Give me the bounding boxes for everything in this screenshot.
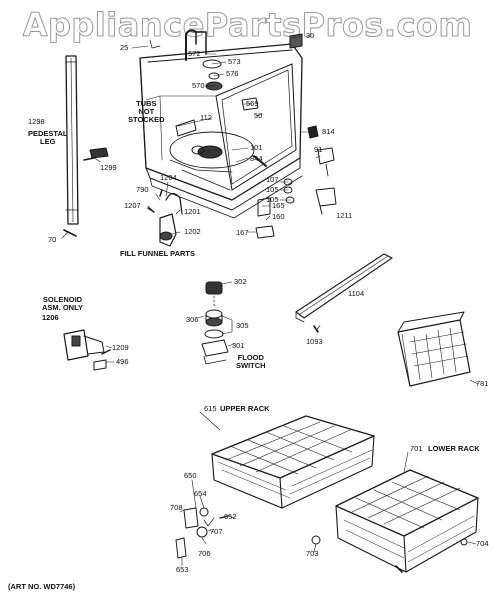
part-number-91: 91: [314, 145, 323, 154]
part-number-576: 576: [226, 69, 239, 78]
part-number-30: 30: [306, 31, 315, 40]
part-number-167: 167: [236, 228, 249, 237]
fill-funnel-parts-label: FILL FUNNEL PARTS: [120, 249, 195, 258]
pedestal-leg: [63, 55, 109, 237]
part-number-650: 650: [184, 471, 197, 480]
part-number-496: 496: [116, 357, 129, 366]
part-number-706: 706: [198, 549, 211, 558]
support-rail: [295, 253, 393, 333]
part-number-101: 101: [250, 143, 263, 152]
part-number-703: 703: [306, 549, 319, 558]
pedestal-label-line-2: LEG: [40, 137, 56, 146]
part-number-1299: 1299: [100, 163, 117, 172]
part-number-814: 814: [322, 127, 335, 136]
part-number-1204: 1204: [160, 173, 177, 182]
part-number-1104: 1104: [348, 289, 365, 298]
part-number-25: 25: [120, 43, 129, 52]
part-number-708: 708: [170, 503, 183, 512]
part-number-1209: 1209: [112, 343, 129, 352]
right-hardware: [255, 125, 337, 239]
part-number-572: 572: [188, 49, 201, 58]
fill-funnel: [147, 189, 183, 247]
part-number-70: 70: [48, 235, 57, 244]
pedestal-label-line-1: PEDESTAL: [28, 129, 68, 138]
part-number-1206: 1206: [42, 313, 59, 322]
solenoid-label: SOLENOID ASM. ONLY: [42, 296, 83, 312]
part-number-654: 654: [194, 489, 207, 498]
part-number-1211: 1211: [336, 211, 353, 220]
part-number-305: 305: [236, 321, 249, 330]
part-number-844: 844: [250, 154, 263, 163]
part-number-652: 652: [224, 512, 237, 521]
solenoid-label-line-2: ASM. ONLY: [42, 303, 83, 312]
part-number-1202: 1202: [184, 227, 201, 236]
pedestal-leg-label: PEDESTAL LEG: [28, 130, 67, 146]
leader-lines: [61, 35, 479, 567]
part-number-615: 615: [204, 404, 217, 413]
solenoid-label-line-1: SOLENOID: [42, 295, 83, 304]
part-number-707: 707: [210, 527, 223, 536]
flood-label-line-1: FLOOD: [237, 353, 264, 362]
upper-rack-label: UPPER RACK: [220, 404, 270, 413]
part-number-1298: 1298: [28, 117, 45, 126]
part-number-105-upper: 105: [266, 185, 279, 194]
tubs-not-stocked-label: TUBS NOT STOCKED: [128, 100, 165, 124]
part-number-112: 112: [200, 113, 212, 122]
part-number-160: 160: [272, 212, 285, 221]
part-number-781: 781: [476, 379, 489, 388]
upper-rack: [211, 415, 375, 509]
part-number-653: 653: [176, 565, 189, 574]
part-number-1093: 1093: [306, 337, 323, 346]
tubs-label-line-1: TUBS: [136, 99, 157, 108]
silverware-basket: [397, 311, 471, 387]
part-number-107: 107: [266, 175, 279, 184]
part-number-1201: 1201: [184, 207, 201, 216]
part-number-704: 704: [476, 539, 489, 548]
flood-label-line-2: SWITCH: [236, 361, 266, 370]
part-number-569: 569: [246, 99, 259, 108]
part-number-790: 790: [136, 185, 149, 194]
part-number-306: 306: [186, 315, 199, 324]
part-number-105-lower: 105: [266, 195, 279, 204]
art-number: (ART NO. WD7746): [8, 582, 76, 591]
part-number-573: 573: [228, 57, 241, 66]
flood-switch-assembly: [201, 281, 229, 365]
part-number-701: 701: [410, 444, 423, 453]
tubs-label-line-2: NOT: [138, 107, 155, 116]
flood-switch-label: FLOOD SWITCH: [236, 354, 266, 370]
tubs-label-line-3: STOCKED: [128, 115, 165, 124]
lower-rack-label: LOWER RACK: [428, 444, 480, 453]
part-number-301: 301: [232, 341, 245, 350]
part-number-302: 302: [234, 277, 247, 286]
part-number-50: 50: [254, 111, 263, 120]
lower-rack: [311, 469, 479, 573]
part-number-570: 570: [192, 81, 205, 90]
part-number-165: 165: [272, 201, 285, 210]
watermark: AppliancePartsPros.com: [22, 6, 473, 45]
part-number-1207: 1207: [124, 201, 141, 210]
solenoid-assembly: [63, 329, 111, 371]
